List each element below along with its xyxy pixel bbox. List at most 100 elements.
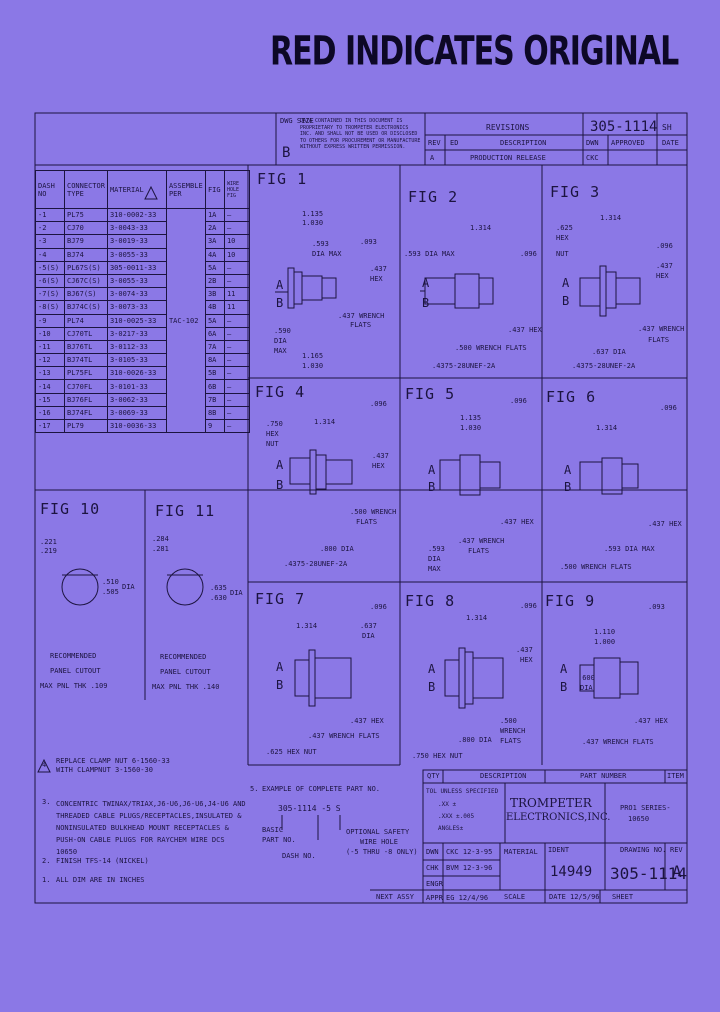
fig1-dim-093: .093 — [360, 238, 377, 246]
fig1-dim-1030b: 1.030 — [302, 362, 324, 370]
fig5-dim-max: MAX — [428, 565, 441, 573]
dwg-no-top: 305-1114 — [590, 119, 658, 135]
fig1-dim-593: .593 — [312, 240, 329, 248]
fig10-caption-3: MAX PNL THK .109 — [40, 682, 108, 690]
fig5-dim-dia: DIA — [428, 555, 441, 563]
basic-label: BASIC — [262, 826, 284, 834]
tolerance-xxx: .XXX ±.005 — [438, 813, 475, 820]
fig2-dim-1314: 1.314 — [470, 224, 492, 232]
chk-label: CHK — [426, 864, 439, 872]
banner-red-indicates-original: RED INDICATES ORIGINAL — [270, 28, 679, 76]
note3-text: CONCENTRIC TWINAX/TRIAX,J6-U6,J6-U6,J4-U… — [56, 800, 246, 856]
dash-table-cell: 310-0025-33 — [106, 313, 167, 328]
fig5-dim-1135: 1.135 — [460, 414, 482, 422]
dash-table-cell: 310-0026-33 — [106, 366, 167, 381]
fig10-dim-dia: DIA — [122, 583, 135, 591]
fig9-title: FIG 9 — [545, 592, 596, 610]
fig2-dim-593: .593 DIA MAX — [404, 250, 455, 258]
fig4-dim-437: .437 — [372, 452, 389, 460]
wire-hole-range-label: (-5 THRU -8 ONLY) — [346, 848, 418, 856]
dash-table-cell: 7A — [204, 339, 225, 355]
fig3-dim-625: .625 — [556, 224, 573, 232]
tolerance-angles: ANGLES± — [438, 825, 464, 832]
fig3-dim-thread: .4375-28UNEF-2A — [572, 362, 636, 370]
part-number-label: PART NUMBER — [580, 772, 627, 780]
fig11-caption-2: PANEL CUTOUT — [160, 668, 211, 676]
fig6-dim-wrench: .500 WRENCH FLATS — [560, 563, 632, 571]
fig10-title: FIG 10 — [40, 500, 101, 518]
fig7-dim-096: .096 — [370, 603, 387, 611]
fig5-label-a: A — [428, 463, 436, 477]
fig1-title: FIG 1 — [257, 170, 308, 188]
dash-table-cell: — — [223, 392, 250, 407]
dash-table-cell: CJ70TL — [64, 326, 108, 341]
dash-table-cell: BJ76TL — [64, 339, 108, 355]
dash-table-cell: BJ67(S) — [64, 287, 108, 302]
dash-table-cell: -12 — [35, 353, 65, 368]
fig4-dim-096: .096 — [370, 400, 387, 408]
fig9-label-a: A — [560, 662, 568, 676]
fig2-label-b: B — [422, 296, 430, 310]
note2-number: 2. — [42, 857, 51, 865]
fig6-label-a: A — [564, 463, 572, 477]
fig4-dim-hex2: HEX — [372, 462, 385, 470]
dash-table-cell: — — [223, 273, 250, 289]
dash-table-cell: 11 — [223, 300, 250, 315]
fig11-dim-dia: DIA — [230, 589, 243, 597]
dash-table-cell: 5A — [204, 260, 225, 275]
proprietary-note: DATA CONTAINED IN THIS DOCUMENT IS PROPR… — [300, 118, 421, 150]
fig8-dim-096: .096 — [520, 602, 537, 610]
fig5-dim-593: .593 — [428, 545, 445, 553]
fig6-dim-096: .096 — [660, 404, 677, 412]
fig6-dim-1314: 1.314 — [596, 424, 618, 432]
fig3-dim-637: .637 DIA — [592, 348, 626, 356]
fig3-dim-hex: HEX — [556, 234, 569, 242]
fig5-dim-wrench: .437 WRENCH — [458, 537, 505, 545]
dash-table-cell: 10 — [223, 234, 250, 249]
dash-table-cell: -6(S) — [35, 273, 65, 289]
drawing-title-2: 10650 — [628, 815, 650, 823]
fig8-dim-flats: FLATS — [500, 737, 522, 745]
basic-label-2: PART NO. — [262, 836, 296, 844]
fig7-dim-hexnut: .625 HEX NUT — [266, 748, 317, 756]
header-assemble-per: ASSEMBLE PER — [165, 170, 206, 209]
rev-a-checker: CKC — [586, 154, 599, 162]
tolerance-xx: .XX ± — [438, 801, 457, 808]
part-number-example: 305-1114 -5 S — [278, 804, 341, 813]
fig5-title: FIG 5 — [405, 385, 456, 403]
fig1-dim-437: .437 — [370, 265, 387, 273]
dash-table-cell: PL79 — [64, 418, 108, 434]
header-fig: FIG — [204, 170, 225, 209]
fig10-dim-505: .505 — [102, 588, 119, 596]
dash-table-cell: — — [223, 405, 250, 421]
description-column: DESCRIPTION — [500, 139, 547, 147]
fig3-dim-1314: 1.314 — [600, 214, 622, 222]
fig3-label-b: B — [562, 294, 570, 308]
fig3-title: FIG 3 — [550, 183, 601, 201]
dash-table-cell: 310-0002-33 — [106, 207, 167, 223]
dash-table-cell: 10 — [223, 247, 250, 262]
fig7-label-b: B — [276, 678, 284, 692]
fig8-dim-437: .437 — [516, 646, 533, 654]
dash-table-cell: 5A — [204, 313, 225, 328]
note2-text: FINISH TFS-14 (NICKEL) — [56, 857, 149, 865]
header-connector-type: CONNECTOR TYPE — [64, 170, 108, 209]
fig8-dim-500: .500 — [500, 717, 517, 725]
fig10-caption-2: PANEL CUTOUT — [50, 667, 101, 675]
description-label: DESCRIPTION — [480, 772, 527, 780]
dwn-value: CKC 12-3-95 — [446, 848, 493, 856]
dash-table-cell: BJ74C(S) — [64, 300, 108, 315]
dash-table-cell: -5(S) — [35, 260, 65, 275]
fig9-dim-1110: 1.110 — [594, 628, 616, 636]
fig9-dim-437hex: .437 HEX — [634, 717, 668, 725]
approved-column: APPROVED — [611, 139, 645, 147]
fig11-caption-1: RECOMMENDED — [160, 653, 207, 661]
fig2-dim-thread: .4375-28UNEF-2A — [432, 362, 496, 370]
